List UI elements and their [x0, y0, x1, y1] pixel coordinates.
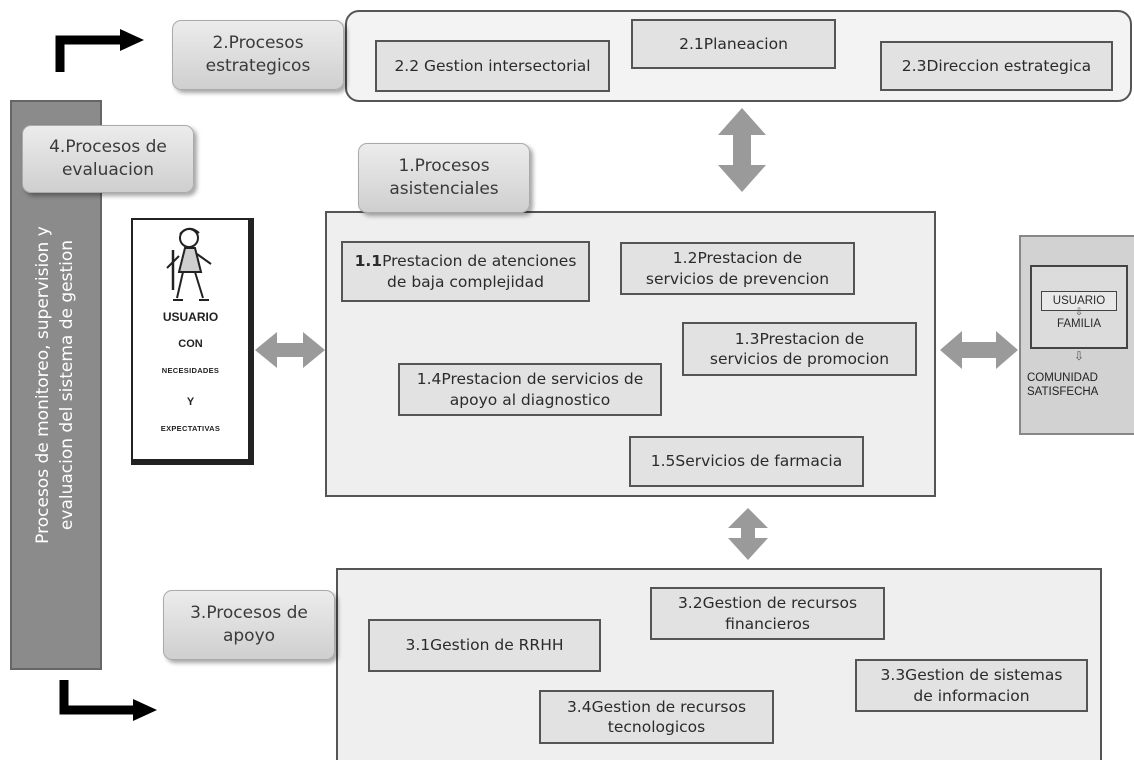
- bent-arrow-top-icon: [55, 29, 144, 72]
- resultado-familia-label: FAMILIA: [1056, 318, 1102, 330]
- flow-arrow-2-icon: ⇩: [1073, 349, 1085, 363]
- estrategicos-tab: 2.Procesos estrategicos: [172, 20, 344, 90]
- apoyo-tab: 3.Procesos de apoyo: [163, 590, 335, 660]
- item-text: Prestacion de atenciones de baja complej…: [382, 252, 577, 291]
- usuario-line2: CON: [178, 338, 203, 350]
- prestacion-baja-complejidad-box: 1.1Prestacion de atenciones de baja comp…: [341, 241, 590, 302]
- item-number: 1.1: [354, 252, 383, 271]
- double-arrow-vertical-bottom-icon: [728, 508, 768, 560]
- double-arrow-vertical-top-icon: [718, 108, 766, 192]
- gestion-sistemas-informacion-box: 3.3Gestion de sistemas de informacion: [855, 659, 1088, 712]
- evaluacion-tab: 4.Procesos de evaluacion: [22, 125, 194, 193]
- bent-arrow-bottom-icon: [59, 680, 157, 721]
- prestacion-prevencion-box: 1.2Prestacion de servicios de prevencion: [620, 242, 855, 295]
- person-figure-icon: [166, 227, 212, 301]
- prestacion-promocion-box: 1.3Prestacion de servicios de promocion: [682, 322, 917, 376]
- usuario-line3: NECESIDADES: [161, 366, 220, 375]
- gestion-recursos-tecnologicos-box: 3.4Gestion de recursos tecnologicos: [539, 690, 774, 744]
- usuario-necesidades-box: USUARIO CON NECESIDADES Y EXPECTATIVAS: [131, 218, 254, 465]
- gestion-recursos-financieros-box: 3.2Gestion de recursos financieros: [650, 587, 885, 640]
- evaluacion-sidebar: [10, 100, 102, 670]
- double-arrow-left-icon: [255, 332, 325, 368]
- usuario-line4: Y: [186, 396, 195, 408]
- usuario-line1: USUARIO: [162, 310, 219, 324]
- usuario-line5: EXPECTATIVAS: [160, 424, 221, 433]
- resultado-usuario-label: USUARIO: [1041, 291, 1117, 311]
- gestion-rrhh-box: 3.1Gestion de RRHH: [368, 619, 601, 672]
- double-arrow-right-icon: [940, 331, 1018, 369]
- gestion-intersectorial-box: 2.2 Gestion intersectorial: [375, 40, 610, 92]
- prestacion-apoyo-diagnostico-box: 1.4Prestacion de servicios de apoyo al d…: [398, 363, 662, 416]
- asistenciales-tab: 1.Procesos asistenciales: [358, 143, 530, 213]
- flow-arrow-1-icon: ⇩: [1074, 307, 1084, 318]
- servicios-farmacia-box: 1.5Servicios de farmacia: [629, 436, 864, 487]
- planeacion-box: 2.1Planeacion: [631, 19, 836, 69]
- direccion-estrategica-box: 2.3Direccion estrategica: [880, 41, 1113, 91]
- resultado-comunidad-label: COMUNIDAD SATISFECHA: [1027, 372, 1099, 398]
